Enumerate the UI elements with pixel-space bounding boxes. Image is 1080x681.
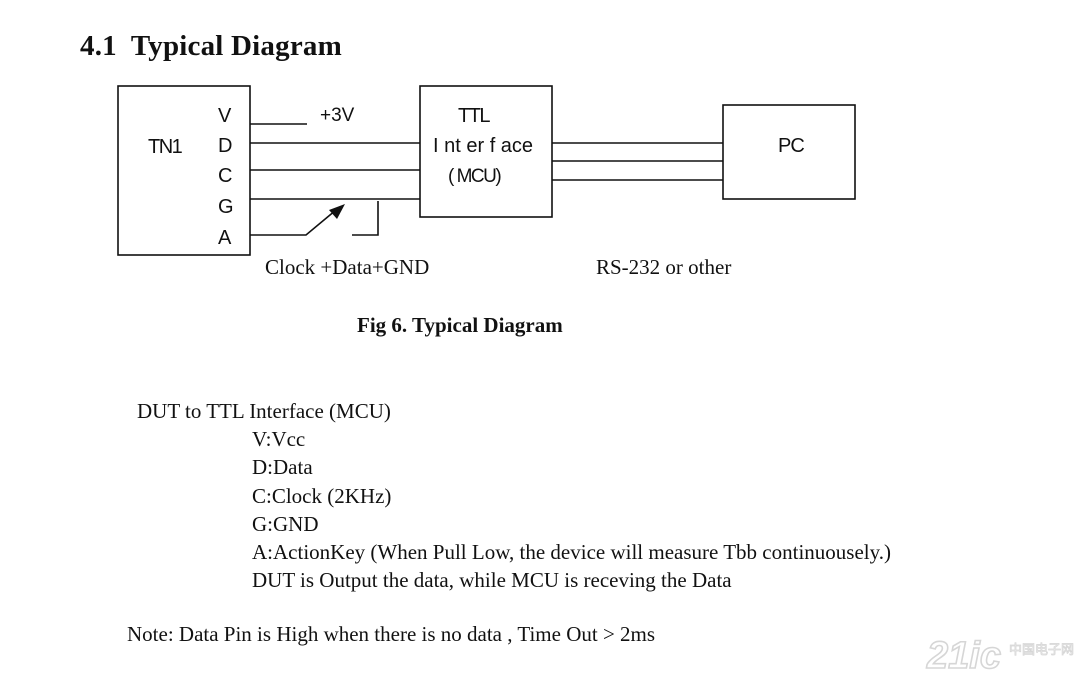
supply-voltage-label: +3V	[320, 105, 355, 126]
watermark-site-name: 中国电子网	[1009, 643, 1074, 658]
pc-box	[722, 104, 856, 200]
section-heading: 4.1 Typical Diagram	[80, 30, 342, 63]
right-bus-label: RS-232 or other	[596, 255, 731, 279]
pin-description-item: D:Data	[252, 455, 313, 480]
mcu-box	[419, 85, 553, 218]
mcu-label-line1: TTL	[458, 105, 490, 127]
pin-description-item: G:GND	[252, 511, 319, 536]
left-bus-label: Clock +Data+GND	[265, 255, 429, 279]
pin-description: DUT to TTL Interface (MCU) V:Vcc D:Data …	[137, 397, 891, 595]
pin-description-item: C:Clock (2KHz)	[252, 483, 392, 508]
switch-arrowhead	[329, 204, 345, 219]
section-number: 4.1	[80, 30, 117, 62]
pin-description-intro: DUT to TTL Interface (MCU)	[137, 399, 391, 423]
typical-diagram: TN1 V D C G A +3V TTL I nt er f ace ( MC…	[117, 85, 856, 279]
note-text: Note: Data Pin is High when there is no …	[127, 622, 656, 646]
figure-caption: Fig 6. Typical Diagram	[357, 313, 563, 337]
a-switch-line	[250, 209, 337, 236]
pin-a-label: A	[218, 227, 232, 249]
pc-label: PC	[778, 135, 804, 157]
watermark-brand-text: 21ic	[926, 635, 1001, 676]
pin-description-list: V:Vcc D:Data C:Clock (2KHz) G:GND A:Acti…	[137, 425, 891, 595]
mcu-label-line3: ( MCU)	[448, 166, 501, 187]
pin-g-label: G	[218, 196, 234, 218]
pin-c-label: C	[218, 165, 232, 187]
pin-description-item: A:ActionKey (When Pull Low, the device w…	[252, 540, 891, 565]
tn1-label: TN1	[148, 136, 183, 158]
pin-v-label: V	[218, 105, 232, 127]
pin-description-item: V:Vcc	[252, 427, 306, 451]
a-gnd-return	[352, 201, 379, 236]
section-title: Typical Diagram	[130, 30, 342, 62]
pin-description-item: DUT is Output the data, while MCU is rec…	[252, 568, 732, 593]
site-watermark-logo: 21ic 中国电子网	[925, 634, 1074, 676]
pin-d-label: D	[218, 135, 232, 157]
mcu-label-line2: I nt er f ace	[433, 135, 533, 157]
